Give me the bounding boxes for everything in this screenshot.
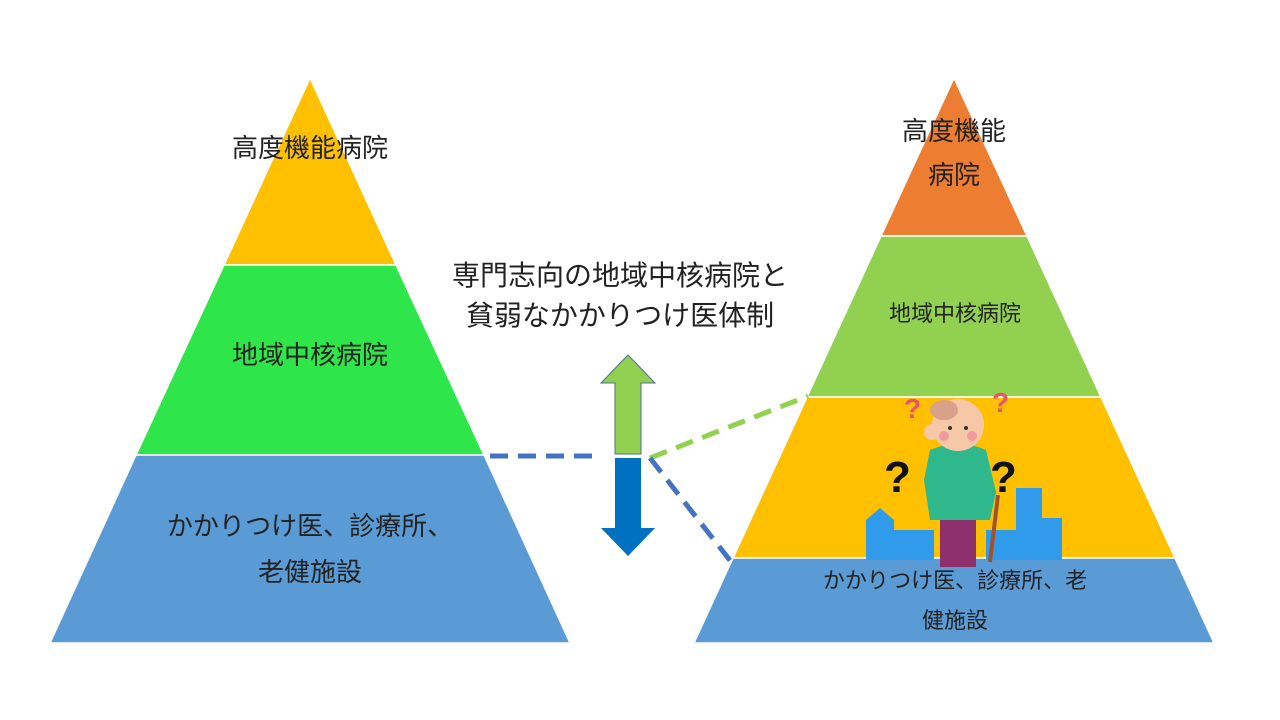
confused-elderly-illustration: ? ? ? ?: [866, 387, 1062, 567]
left-tier-bottom: [48, 454, 572, 644]
question-mark-2: ?: [990, 453, 1017, 502]
left-top-text: 高度機能病院: [231, 134, 388, 164]
dashed-connector-blue: [648, 456, 734, 565]
question-mark-4: ?: [992, 387, 1009, 418]
buildings-icon: [866, 488, 1062, 560]
question-mark-1: ?: [884, 453, 911, 502]
caption-line2: 貧弱なかかりつけ医体制: [465, 299, 775, 332]
caption-line1: 専門志向の地域中核病院と: [451, 259, 788, 292]
dashed-connector-green: [649, 393, 809, 461]
right-middle-label: 地域中核病院: [888, 302, 1021, 327]
down-arrow-icon: [601, 458, 655, 556]
right-top-label: 高度機能 病院: [874, 110, 1034, 198]
right-top-line2: 病院: [927, 161, 980, 191]
left-top-label: 高度機能病院: [225, 126, 395, 172]
center-caption: 専門志向の地域中核病院と 貧弱なかかりつけ医体制: [410, 256, 830, 336]
question-mark-3: ?: [904, 393, 921, 424]
right-bottom-line2: 健施設: [921, 609, 988, 634]
left-bottom-line1: かかりつけ医、診療所、: [166, 512, 454, 542]
left-middle-label: 地域中核病院: [231, 341, 388, 371]
right-bottom-label: かかりつけ医、診療所、老 健施設: [760, 562, 1150, 642]
right-bottom-line1: かかりつけ医、診療所、老: [822, 569, 1088, 594]
up-arrow-icon: [599, 354, 657, 455]
right-top-line1: 高度機能: [901, 117, 1006, 147]
left-bottom-label: かかりつけ医、診療所、 老健施設: [80, 504, 540, 596]
left-bottom-line2: 老健施設: [257, 558, 362, 588]
